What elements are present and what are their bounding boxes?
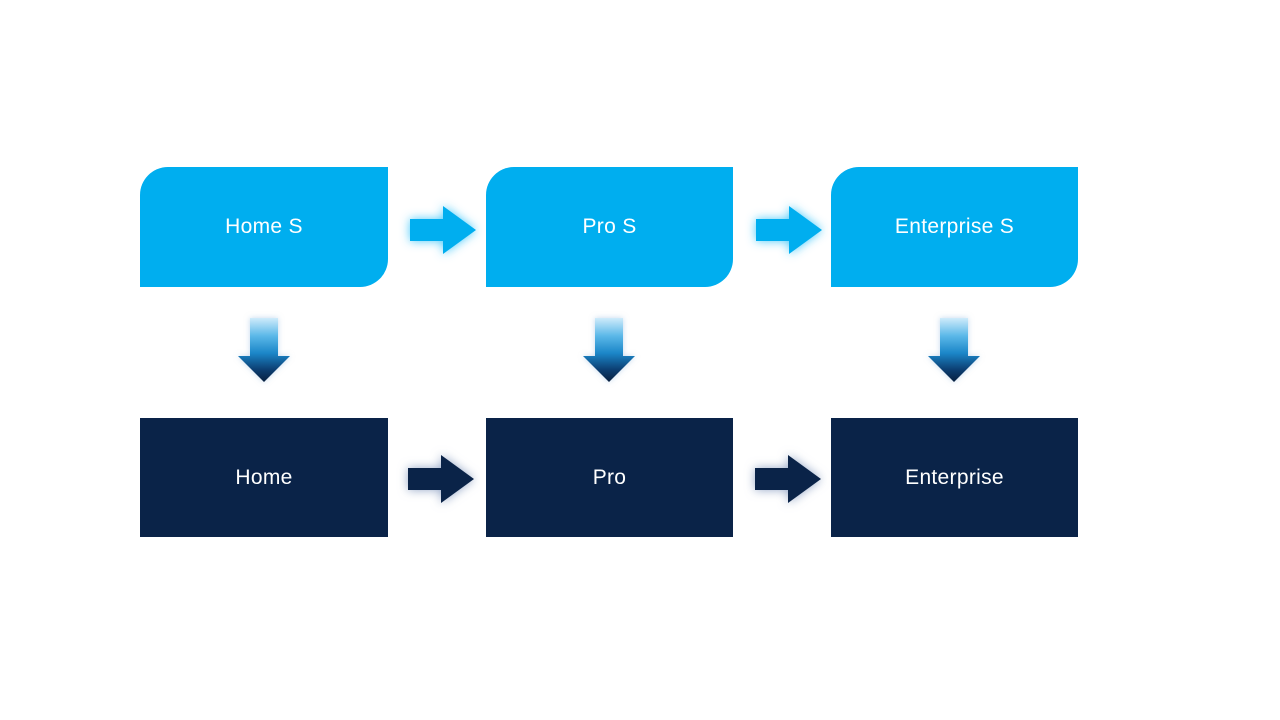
right-arrow-icon	[410, 205, 476, 255]
node-home: Home	[140, 418, 388, 537]
node-home-s: Home S	[140, 167, 388, 287]
right-arrow-icon	[408, 454, 474, 504]
node-home-s-label: Home S	[225, 215, 303, 238]
right-arrow-icon	[755, 454, 821, 504]
node-pro: Pro	[486, 418, 733, 537]
node-pro-s-label: Pro S	[582, 215, 637, 238]
node-enterprise-s-label: Enterprise S	[894, 215, 1015, 238]
node-pro-s: Pro S	[486, 167, 733, 287]
right-arrow-icon	[756, 205, 822, 255]
node-enterprise-s: Enterprise S	[831, 167, 1078, 287]
down-arrow-icon	[238, 318, 290, 382]
down-arrow-icon	[583, 318, 635, 382]
node-pro-label: Pro	[592, 465, 627, 489]
down-arrow-icon	[928, 318, 980, 382]
node-enterprise-label: Enterprise	[905, 465, 1004, 489]
node-enterprise: Enterprise	[831, 418, 1078, 537]
node-home-label: Home	[235, 465, 293, 489]
